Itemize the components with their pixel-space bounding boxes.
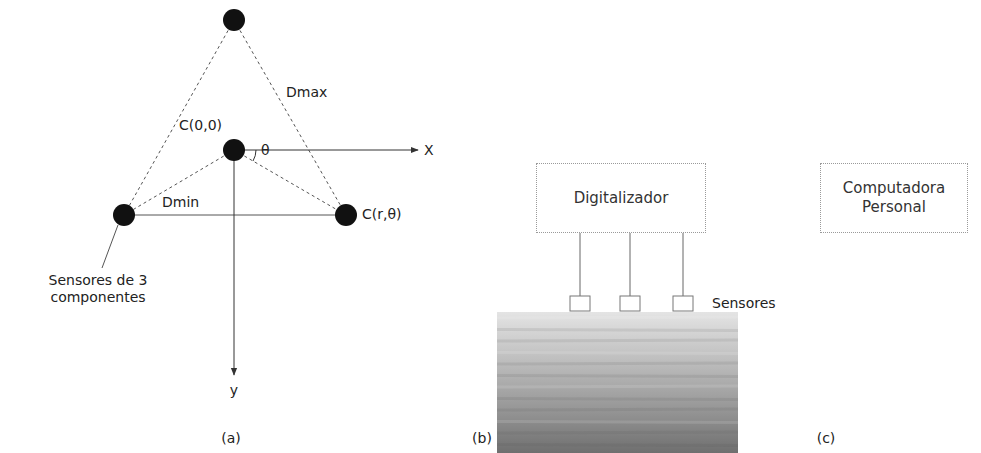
ground-streak	[497, 409, 738, 410]
box-label: Digitalizador	[574, 189, 669, 208]
sensor-box	[673, 296, 693, 311]
ground-streak	[497, 432, 738, 433]
sensor-dot	[223, 139, 245, 161]
callout-label: Sensores	[712, 295, 776, 312]
panel-label: (c)	[817, 430, 836, 447]
ground-streak	[497, 317, 738, 318]
axis-label: y	[230, 382, 238, 399]
ground-streak	[497, 422, 738, 423]
axis-label: X	[424, 142, 434, 159]
leader-line	[102, 225, 118, 268]
ground-streak	[497, 376, 738, 377]
sensor-dot	[223, 9, 245, 31]
ground-streak	[497, 445, 738, 446]
sensor-array	[102, 9, 418, 375]
panel-label: (b)	[472, 430, 492, 447]
ground-streak	[497, 353, 738, 354]
ground-block	[497, 312, 738, 453]
box-label: Computadora Personal	[832, 179, 956, 217]
computer-box: Computadora Personal	[820, 163, 968, 233]
cable	[630, 233, 631, 296]
dashed-edge	[124, 20, 234, 215]
ground-strata	[497, 317, 738, 446]
panel-label: (a)	[221, 430, 241, 447]
y-axis	[234, 150, 235, 375]
sensor-box	[570, 296, 590, 311]
dashed-edge	[124, 150, 234, 215]
angle-arc	[253, 150, 256, 161]
sensor-box	[620, 296, 640, 311]
ground-streak	[497, 399, 738, 400]
ground-streak	[497, 386, 738, 387]
distance-label: Dmax	[284, 84, 329, 101]
ground-streak	[497, 330, 738, 331]
dashed-edge	[234, 20, 346, 215]
coordinate-label: C(r,θ)	[362, 206, 401, 223]
sensor-dot	[113, 204, 135, 226]
distance-label: Dmin	[160, 194, 201, 211]
ground-streak	[497, 340, 738, 341]
base-line	[124, 215, 346, 216]
angle-label: θ	[261, 142, 270, 159]
coordinate-label: C(0,0)	[179, 117, 222, 134]
ground-streak	[497, 363, 738, 364]
cable	[683, 233, 684, 296]
sensor-dot	[335, 204, 357, 226]
field-setup	[497, 233, 738, 453]
cable	[580, 233, 581, 296]
dashed-edge	[234, 150, 346, 215]
digitizer-box: Digitalizador	[536, 163, 706, 233]
callout-label: Sensores de 3 componentes	[38, 272, 158, 306]
